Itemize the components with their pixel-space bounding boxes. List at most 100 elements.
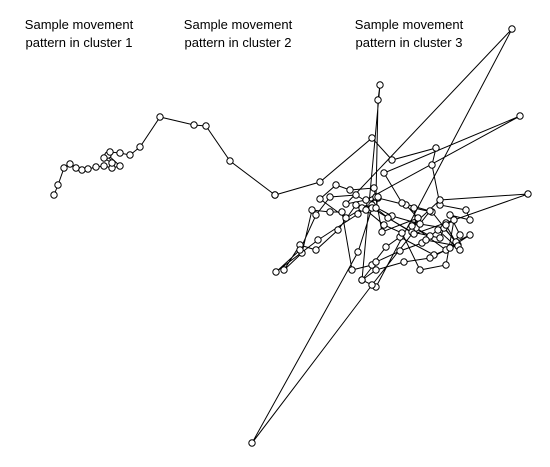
track-3-point-12 [426,207,434,215]
track-2-point-4 [388,156,396,164]
track-3-point-32 [362,206,370,214]
track-2-point-62 [312,211,320,219]
track-2-point-8 [462,206,470,214]
track-2-point-49 [400,258,408,266]
track-2-point-65 [314,236,322,244]
track-1-point-11 [116,162,124,170]
track-1-point-16 [116,149,124,157]
track-3-point-20 [408,222,416,230]
track-1-point-8 [92,163,100,171]
track-1-point-1 [50,191,58,199]
track-2-point-23 [326,208,334,216]
track-1-point-2 [54,181,62,189]
track-2-point-24 [308,206,316,214]
track-2-point-6 [428,161,436,169]
track-1-point-17 [126,151,134,159]
track-2-point-3 [368,134,376,142]
track-3-point-6 [508,25,516,33]
track-2-point-47 [446,244,454,252]
track-2-point-1 [271,191,279,199]
track-1-point-9 [100,162,108,170]
track-2-point-40 [342,214,350,222]
track-3-point-29 [416,266,424,274]
panel-title-3-line-2: pattern in cluster 3 [356,35,463,50]
track-1-point-3 [60,164,68,172]
track-2-point-48 [426,254,434,262]
track-2-point-30 [352,201,360,209]
track-3-point-15 [354,248,362,256]
track-3-point-8 [362,196,370,204]
track-2-point-2 [316,178,324,186]
track-2-point-26 [280,266,288,274]
track-2-point-61 [326,193,334,201]
track-3-point-13 [368,281,376,289]
track-2-point-43 [416,220,424,228]
track-2-point-36 [370,184,378,192]
track-2-point-35 [378,228,386,236]
track-3-point-31 [380,221,388,229]
track-3-point-3 [376,81,384,89]
track-3-point-27 [450,216,458,224]
track-3-point-2 [374,96,382,104]
panel-title-1-line-1: Sample movement [25,17,134,32]
track-1-point-22 [226,157,234,165]
track-1-point-19 [156,113,164,121]
panel-title-3-line-1: Sample movement [355,17,464,32]
track-3-point-9 [516,112,524,120]
track-2-point-21 [348,266,356,274]
track-2-point-19 [382,243,390,251]
track-2-point-28 [312,246,320,254]
track-1-point-6 [78,166,86,174]
track-3-point-30 [398,229,406,237]
track-2-point-29 [334,226,342,234]
track-2-point-9 [466,216,474,224]
track-2-point-5 [432,144,440,152]
track-2-point-46 [466,231,474,239]
track-2-point-14 [410,204,418,212]
track-2-point-66 [354,210,362,218]
track-3-point-26 [434,226,442,234]
track-3-point-34 [374,193,382,201]
track-3-point-7 [342,200,350,208]
track-3-point-14 [248,439,256,447]
track-2-point-37 [346,186,354,194]
panel-title-1-line-2: pattern in cluster 1 [26,35,133,50]
track-3-point-10 [380,169,388,177]
track-3-point-24 [442,221,450,229]
panel-title-2-line-1: Sample movement [184,17,293,32]
track-2-point-52 [372,258,380,266]
track-2-point-11 [456,231,464,239]
track-2-point-34 [414,214,422,222]
track-1-point-13 [108,159,116,167]
track-1-point-21 [202,122,210,130]
track-3-point-22 [422,236,430,244]
track-1-point-18 [136,143,144,151]
track-1-point-14 [100,154,108,162]
track-1-point-5 [72,164,80,172]
track-3-point-4 [358,276,366,284]
track-3-point-25 [456,246,464,254]
track-2-point-38 [332,181,340,189]
track-3-point-19 [436,196,444,204]
track-3-point-17 [410,230,418,238]
track-3-point-28 [442,261,450,269]
track-2-point-10 [446,211,454,219]
track-2-point-60 [352,191,360,199]
track-1-point-4 [66,160,74,168]
track-3-point-18 [524,190,532,198]
track-2-point-39 [316,195,324,203]
track-1-point-20 [190,121,198,129]
track-2-point-50 [372,266,380,274]
track-1-point-7 [84,165,92,173]
movement-track-3 [251,28,529,444]
track-3-point-33 [372,204,380,212]
track-2-point-56 [436,234,444,242]
panel-title-2-line-2: pattern in cluster 2 [185,35,292,50]
track-2-point-22 [338,208,346,216]
track-2-point-63 [296,246,304,254]
track-2-point-58 [384,214,392,222]
movement-points [50,25,532,447]
track-2-point-64 [272,268,280,276]
track-2-point-53 [396,247,404,255]
